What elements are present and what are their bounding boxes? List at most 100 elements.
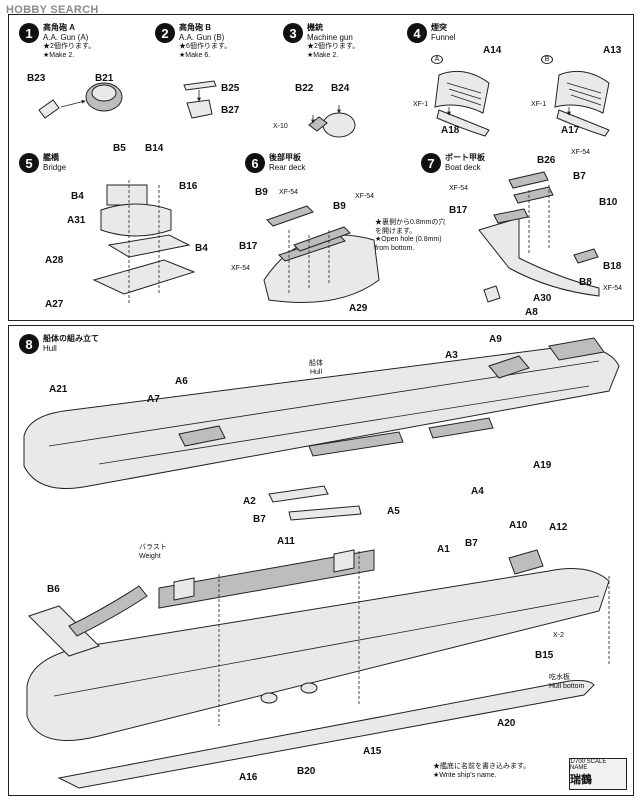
step-7-header: 7 ボート甲板 Boat deck <box>421 153 485 173</box>
step-2-note-en: ★Make 6. <box>179 51 211 59</box>
part-label: B27 <box>221 105 240 116</box>
step-2-title-en: A.A. Gun (B) <box>179 33 225 42</box>
part-label: A29 <box>349 303 368 314</box>
part-label: A2 <box>243 496 256 507</box>
part-label: B25 <box>221 83 240 94</box>
step-7-title-ja: ボート甲板 <box>445 153 485 162</box>
step-3-number: 3 <box>283 23 303 43</box>
step-1-title-en: A.A. Gun (A) <box>43 33 89 42</box>
part-label: A30 <box>533 293 552 304</box>
part-label: B22 <box>295 83 314 94</box>
step-6-note-ja: ★裏側から0.8mmの穴を開けます。 <box>375 219 446 235</box>
step-8-title-ja: 船体の組み立て <box>43 334 99 343</box>
part-label: B23 <box>27 73 46 84</box>
part-label: B4 <box>195 243 208 254</box>
part-label: A10 <box>509 520 528 531</box>
hull-bottom-label-en: Hull bottom <box>549 682 585 690</box>
part-label: B17 <box>449 205 468 216</box>
step-8-number: 8 <box>19 334 39 354</box>
step-1-note-ja: ★2個作ります。 <box>43 43 96 50</box>
step-2-title-ja: 高角砲 B <box>179 23 211 32</box>
step-6-header: 6 後部甲板 Rear deck <box>245 153 305 173</box>
ballast-callout: バラスト Weight <box>139 544 167 561</box>
variant-b-marker: B <box>541 55 553 64</box>
ship-name-plate: 1/700 SCALE NAME 瑞鶴 <box>569 758 627 790</box>
ballast-label-ja: バラスト <box>139 544 167 551</box>
bridge-drawing <box>92 180 196 305</box>
step-8-title-en: Hull <box>43 344 57 353</box>
step-1-title-ja: 高角砲 A <box>43 23 75 32</box>
part-label: B26 <box>537 155 556 166</box>
step-5-header: 5 艦橋 Bridge <box>19 153 66 173</box>
hull-bottom-label-ja: 吃水板 <box>549 674 570 681</box>
part-label: B9 <box>255 187 268 198</box>
hull-label-en: Hull <box>309 368 323 376</box>
step-3-header: 3 機銃 Machine gun ★2個作ります。 ★Make 2. <box>283 23 359 60</box>
step-8-header: 8 船体の組み立て Hull <box>19 334 99 354</box>
funnel-a-drawing <box>434 70 490 137</box>
part-label: B20 <box>297 766 316 777</box>
step-1-header: 1 高角砲 A A.A. Gun (A) ★2個作ります。 ★Make 2. <box>19 23 95 60</box>
part-label: XF-1 <box>531 101 547 108</box>
part-label: X-10 <box>273 123 288 130</box>
part-label: B14 <box>145 143 164 154</box>
part-label: B17 <box>239 241 258 252</box>
boat-deck-drawing <box>478 171 600 303</box>
scale-label: 1/700 SCALE <box>570 759 607 765</box>
part-label: A8 <box>525 307 538 318</box>
step-4-number: 4 <box>407 23 427 43</box>
step-4-header: 4 煙突 Funnel <box>407 23 455 43</box>
part-label: A9 <box>489 334 502 345</box>
part-label: B8 <box>579 277 592 288</box>
step-2-header: 2 高角砲 B A.A. Gun (B) ★6個作ります。 ★Make 6. <box>155 23 231 60</box>
part-label: B18 <box>603 261 622 272</box>
part-label: B5 <box>113 143 126 154</box>
part-label: A4 <box>471 486 484 497</box>
upper-hull-drawing <box>23 337 620 521</box>
part-label: A6 <box>175 376 188 387</box>
step-2-number: 2 <box>155 23 175 43</box>
name-label: NAME <box>570 765 588 771</box>
ballast-label-en: Weight <box>139 552 161 560</box>
part-label: A21 <box>49 384 68 395</box>
step-7-number: 7 <box>421 153 441 173</box>
aa-gun-a-drawing <box>38 82 123 119</box>
part-label: B9 <box>333 201 346 212</box>
part-label: A31 <box>67 215 86 226</box>
part-label: A18 <box>441 125 460 136</box>
step-6-note-en: ★Open hole (0.8mm) from bottom. <box>375 236 442 252</box>
part-label: A13 <box>603 45 622 56</box>
step-7-title-en: Boat deck <box>445 163 481 172</box>
part-label: A16 <box>239 772 258 783</box>
hull-label-ja: 船体 <box>309 360 323 367</box>
step-3-note-en: ★Make 2. <box>307 51 339 59</box>
part-label: X-2 <box>553 632 564 639</box>
part-label: B10 <box>599 197 618 208</box>
aa-gun-b-drawing <box>183 80 217 119</box>
part-label: XF-54 <box>603 285 623 292</box>
lower-hull-drawing <box>26 549 610 789</box>
step-5-title-ja: 艦橋 <box>43 153 59 162</box>
step-6-drill-note: ★裏側から0.8mmの穴を開けます。 ★Open hole (0.8mm) fr… <box>375 219 447 253</box>
hull-bottom-callout: 吃水板 Hull bottom <box>549 674 584 691</box>
rear-deck-drawing <box>263 205 380 303</box>
step-6-title-ja: 後部甲板 <box>269 153 301 162</box>
part-label: A7 <box>147 394 160 405</box>
part-label: XF-54 <box>571 149 591 156</box>
part-label: A5 <box>387 506 400 517</box>
part-label: A27 <box>45 299 64 310</box>
part-label: A20 <box>497 718 516 729</box>
part-label: B6 <box>47 584 60 595</box>
part-label: A12 <box>549 522 568 533</box>
part-label: XF-54 <box>231 265 251 272</box>
part-label: B4 <box>71 191 84 202</box>
steps-1-7-drawing <box>38 70 610 305</box>
funnel-b-drawing <box>554 70 610 137</box>
step-6-number: 6 <box>245 153 265 173</box>
ship-name-note-en: ★Write ship's name. <box>433 772 497 779</box>
part-label: A3 <box>445 350 458 361</box>
part-label: B16 <box>179 181 198 192</box>
step-5-title-en: Bridge <box>43 163 67 172</box>
step-3-note-ja: ★2個作ります。 <box>307 43 360 50</box>
part-label: B7 <box>573 171 586 182</box>
